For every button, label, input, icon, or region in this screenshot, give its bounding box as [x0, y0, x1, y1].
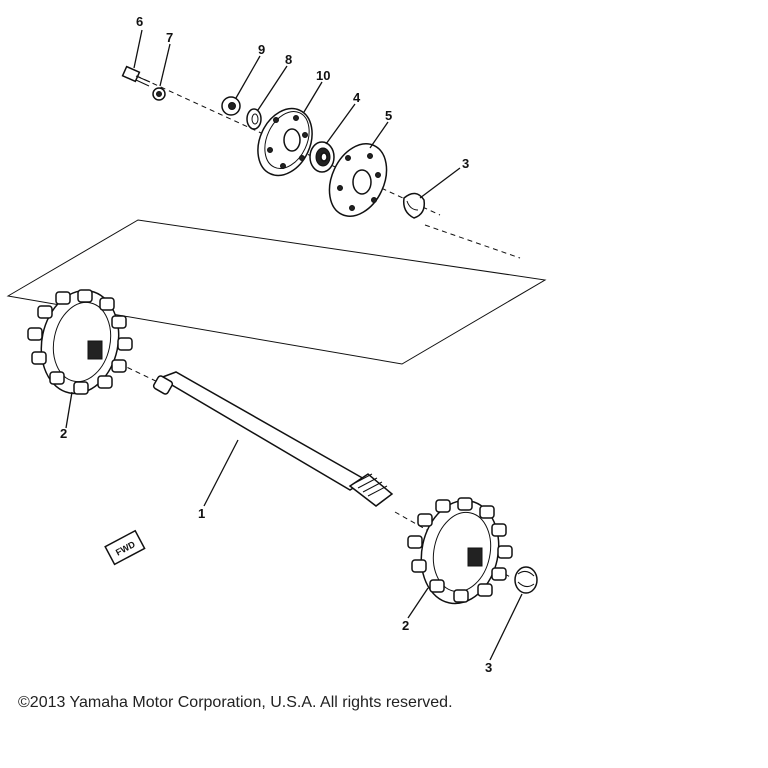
- sprocket-right-part-2: [407, 497, 513, 605]
- bearing-part-4: [309, 141, 335, 173]
- leader-line-8: [257, 65, 288, 111]
- leader-line-10: [303, 81, 323, 113]
- callout-5: 5: [385, 108, 392, 123]
- callout-10: 10: [316, 68, 330, 83]
- callout-2-left: 2: [60, 426, 67, 441]
- callout-1: 1: [198, 506, 205, 521]
- exploded-axis-line-lower: [424, 224, 521, 259]
- assembly-plane: [6, 219, 547, 365]
- callout-7: 7: [166, 30, 173, 45]
- callout-6: 6: [136, 14, 143, 29]
- callout-3-top: 3: [462, 156, 469, 171]
- fwd-direction-badge: FWD: [104, 529, 146, 566]
- leader-line-2-right: [407, 587, 429, 619]
- washer-part-8: [246, 108, 262, 130]
- leader-line-5: [369, 121, 389, 149]
- clip-part-3-top: [402, 192, 426, 219]
- callout-2-right: 2: [402, 618, 409, 633]
- leader-line-3-bottom: [489, 593, 523, 661]
- callout-4: 4: [353, 90, 361, 105]
- shaft-part-1: [152, 371, 394, 507]
- nut-part-9: [221, 96, 241, 116]
- leader-line-1: [203, 439, 239, 507]
- sprocket-left-part-2: [27, 289, 133, 395]
- leader-line-7: [159, 43, 171, 87]
- nut-part-7: [152, 87, 166, 101]
- copyright-notice: ©2013 Yamaha Motor Corporation, U.S.A. A…: [18, 694, 453, 711]
- callout-8: 8: [285, 52, 292, 67]
- leader-line-3-top: [419, 167, 461, 199]
- flange-plate-part-10: [257, 107, 313, 177]
- callout-3-bottom: 3: [485, 660, 492, 675]
- leader-line-4: [325, 103, 356, 145]
- leader-line-9: [235, 55, 261, 99]
- callout-9: 9: [258, 42, 265, 57]
- clip-part-3-bottom: [514, 566, 538, 594]
- leader-line-2-left: [65, 391, 73, 429]
- bolt-part-6: [121, 65, 151, 87]
- leader-line-6: [133, 29, 143, 69]
- flange-plate-part-5: [328, 143, 388, 217]
